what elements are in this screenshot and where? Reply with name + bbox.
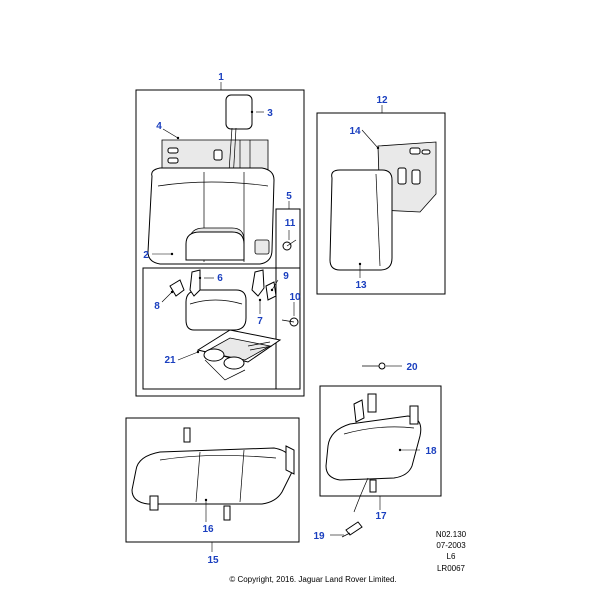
callout-19: 19 <box>313 531 325 542</box>
cupholder-part <box>196 329 282 381</box>
bolt-19-part <box>341 521 363 538</box>
group-1-frame <box>135 89 305 397</box>
panel-group <box>316 105 446 295</box>
callout-20: 20 <box>406 362 418 373</box>
leader-lines <box>152 110 420 536</box>
copyright-notice: © Copyright, 2016. Jaguar Land Rover Lim… <box>229 575 396 584</box>
screw-parts <box>281 239 299 327</box>
reference-date: 07-2003 <box>436 541 466 550</box>
armrest-part <box>185 289 247 331</box>
callout-12: 12 <box>376 95 388 106</box>
callout-6: 6 <box>217 273 223 284</box>
callout-5: 5 <box>286 191 292 202</box>
group-17-frame <box>319 385 442 497</box>
callout-17: 17 <box>375 511 387 522</box>
bracket-parts <box>169 269 277 301</box>
callout-13: 13 <box>355 280 367 291</box>
seat-back-cushion-part <box>147 167 275 265</box>
armrest-frame <box>142 267 301 390</box>
callout-labels: 1 2 3 4 5 6 7 8 9 10 11 12 13 14 15 16 1… <box>143 72 437 566</box>
callout-18: 18 <box>425 446 437 457</box>
callout-4: 4 <box>156 121 162 132</box>
callout-7: 7 <box>257 316 263 327</box>
seat-back-group <box>135 82 305 397</box>
reference-block: N02.130 07-2003 L6 LR0067 <box>436 530 467 573</box>
callout-8: 8 <box>154 301 160 312</box>
callout-14: 14 <box>349 126 361 137</box>
callout-11: 11 <box>285 218 296 229</box>
group-15-frame <box>125 417 300 543</box>
cushion-group <box>125 417 300 552</box>
bolt-20-part <box>362 362 386 370</box>
callout-9: 9 <box>283 271 289 282</box>
callout-2: 2 <box>143 250 149 261</box>
callout-3: 3 <box>267 108 273 119</box>
small-cushion-group <box>319 385 442 513</box>
callout-21: 21 <box>164 355 176 366</box>
group-12-frame <box>316 112 446 295</box>
reference-model: LR0067 <box>437 564 466 573</box>
reference-engine: L6 <box>447 552 456 561</box>
reference-code: N02.130 <box>436 530 467 539</box>
callout-16: 16 <box>202 524 214 535</box>
callout-10: 10 <box>289 292 301 303</box>
callout-1: 1 <box>218 72 224 83</box>
callout-15: 15 <box>207 555 219 566</box>
